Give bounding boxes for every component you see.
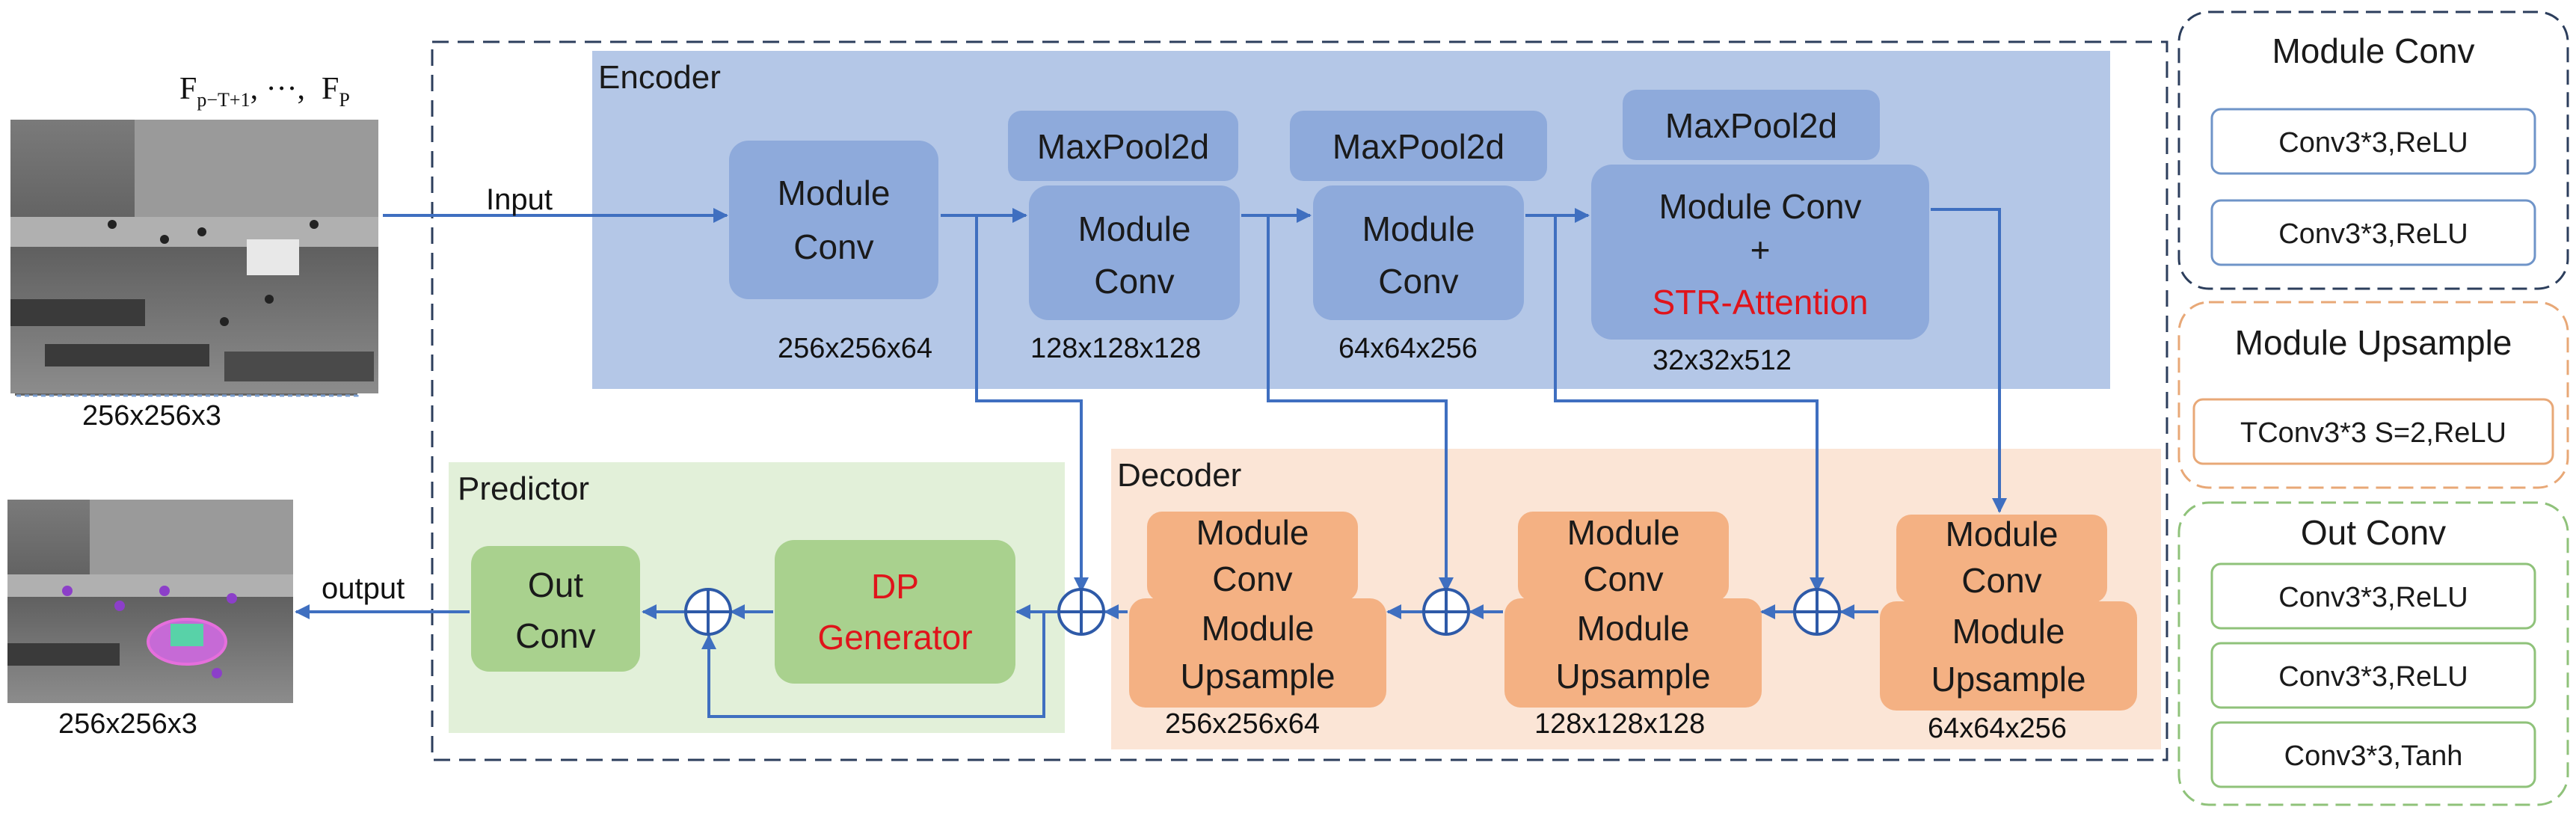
encoder-block-4-pool xyxy=(1623,90,1880,160)
encoder-block-2-pool-label: MaxPool2d xyxy=(1037,127,1209,166)
out-conv-line1: Out xyxy=(528,565,583,604)
encoder-block-3-pool-label: MaxPool2d xyxy=(1332,127,1504,166)
legend-module-upsample-item-1-label: TConv3*3 S=2,ReLU xyxy=(2240,417,2506,449)
dp-generator-line2: Generator xyxy=(817,618,972,657)
decoder-block-2-dim: 128x128x128 xyxy=(1534,708,1705,740)
legend-module-upsample-item-1 xyxy=(2192,398,2554,465)
legend-module-conv-item-2 xyxy=(2210,199,2536,266)
encoder-block-3-line2: Conv xyxy=(1378,262,1458,301)
encoder-block-3-pool xyxy=(1290,111,1547,181)
encoder-block-4 xyxy=(1591,165,1929,340)
output-dim-label: 256x256x3 xyxy=(58,708,197,740)
sum-node-decoder-3 xyxy=(1793,588,1841,636)
encoder-block-2-dim: 128x128x128 xyxy=(1030,333,1201,364)
legend-module-conv-item-1 xyxy=(2210,108,2536,175)
skip-connection-1 xyxy=(975,215,1089,592)
output-frame xyxy=(7,500,293,703)
decoder-block-3-conv-line1: Module xyxy=(1946,515,2059,553)
frame-sequence-label: Fp−T+1, ···,FP xyxy=(179,72,350,111)
output-arrow-label: output xyxy=(322,572,405,605)
decoder-block-2-upsample-line2: Upsample xyxy=(1555,657,1710,696)
arrow-residual xyxy=(701,612,1045,718)
decoder-block-1-upsample xyxy=(1129,598,1386,708)
dp-generator-line1: DP xyxy=(871,567,919,606)
input-frames-stack xyxy=(10,120,378,397)
skip-connection-2 xyxy=(1267,215,1454,592)
encoder-block-1 xyxy=(729,141,938,299)
flow-arrows: Input output xyxy=(295,183,2007,718)
legend-out-conv-item-3-label: Conv3*3,Tanh xyxy=(2284,740,2463,772)
legend-module-upsample: Module Upsample TConv3*3 S=2,ReLU xyxy=(2177,301,2569,489)
sum-node-decoder-2 xyxy=(1422,588,1470,636)
decoder-block-1-conv-line2: Conv xyxy=(1212,559,1292,598)
decoder-block-1-upsample-line2: Upsample xyxy=(1180,657,1335,696)
legend-out-conv-item-3 xyxy=(2210,721,2536,788)
legend-module-upsample-title: Module Upsample xyxy=(2235,323,2512,362)
encoder-block-3-dim: 64x64x256 xyxy=(1338,333,1478,364)
encoder-block-4-line2: + xyxy=(1750,230,1771,269)
sum-node-predictor xyxy=(684,588,732,636)
legend-out-conv-item-1 xyxy=(2210,562,2536,630)
encoder-title: Encoder xyxy=(598,59,721,96)
dp-generator-block xyxy=(775,540,1015,684)
input-dim-label: 256x256x3 xyxy=(82,400,221,432)
legend-out-conv-item-2 xyxy=(2210,642,2536,709)
input-arrow-label: Input xyxy=(486,183,553,216)
input-frame-front xyxy=(10,120,378,393)
encoder-block-4-attention-label: STR-Attention xyxy=(1653,283,1869,322)
decoder-block-1-upsample-line1: Module xyxy=(1202,609,1315,648)
legend-module-conv-title: Module Conv xyxy=(2272,31,2474,70)
encoder-block-3-line1: Module xyxy=(1362,209,1475,248)
encoder-block-1-line1: Module xyxy=(778,174,891,212)
decoder-block-3-upsample-line2: Upsample xyxy=(1931,660,2085,699)
decoder-block-3-conv-line2: Conv xyxy=(1961,561,2041,600)
out-conv-line2: Conv xyxy=(515,616,595,655)
predictor-title: Predictor xyxy=(458,470,589,507)
encoder-block-2 xyxy=(1029,185,1240,320)
legend-out-conv: Out Conv Conv3*3,ReLU Conv3*3,ReLU Conv3… xyxy=(2177,501,2569,806)
decoder-block-1-conv-line1: Module xyxy=(1196,513,1309,552)
decoder-block-3-upsample-line1: Module xyxy=(1952,612,2065,651)
encoder-block-2-line2: Conv xyxy=(1094,262,1174,301)
encoder-block-4-line1: Module Conv xyxy=(1659,187,1861,226)
legend-out-conv-item-1-label: Conv3*3,ReLU xyxy=(2278,582,2468,613)
decoder-block-2-upsample-line1: Module xyxy=(1577,609,1690,648)
decoder-block-2-conv-line1: Module xyxy=(1567,513,1680,552)
decoder-block-1-conv xyxy=(1147,512,1358,601)
decoder-block-3-upsample xyxy=(1880,601,2137,711)
arrow-bottleneck xyxy=(1931,208,2007,513)
decoder-block-3-dim: 64x64x256 xyxy=(1928,713,2067,744)
legend-out-conv-item-2-label: Conv3*3,ReLU xyxy=(2278,661,2468,693)
legend-out-conv-title: Out Conv xyxy=(2301,513,2446,552)
decoder-block-1-dim: 256x256x64 xyxy=(1165,708,1320,740)
legend-module-conv-item-1-label: Conv3*3,ReLU xyxy=(2278,127,2468,159)
network-boundary xyxy=(431,40,2168,761)
skip-connection-3 xyxy=(1554,215,1825,592)
decoder-block-2-conv-line2: Conv xyxy=(1583,559,1663,598)
encoder-block-2-line1: Module xyxy=(1078,209,1191,248)
out-conv-block xyxy=(471,546,640,672)
encoder-block-3 xyxy=(1313,185,1524,320)
legend-module-conv-item-2-label: Conv3*3,ReLU xyxy=(2278,218,2468,250)
decoder-block-2-upsample xyxy=(1504,598,1762,708)
encoder-block-4-dim: 32x32x512 xyxy=(1653,345,1792,376)
decoder-title: Decoder xyxy=(1117,457,1241,494)
encoder-block-1-line2: Conv xyxy=(793,227,873,266)
decoder-block-3-conv xyxy=(1896,515,2107,603)
decoder-block-2-conv xyxy=(1518,512,1729,601)
encoder-block-2-pool xyxy=(1008,111,1238,181)
encoder-block-1-dim: 256x256x64 xyxy=(778,333,932,364)
encoder-block-4-pool-label: MaxPool2d xyxy=(1665,106,1837,145)
legend-module-conv: Module Conv Conv3*3,ReLU Conv3*3,ReLU xyxy=(2177,10,2569,290)
sum-node-decoder-1 xyxy=(1057,588,1105,636)
